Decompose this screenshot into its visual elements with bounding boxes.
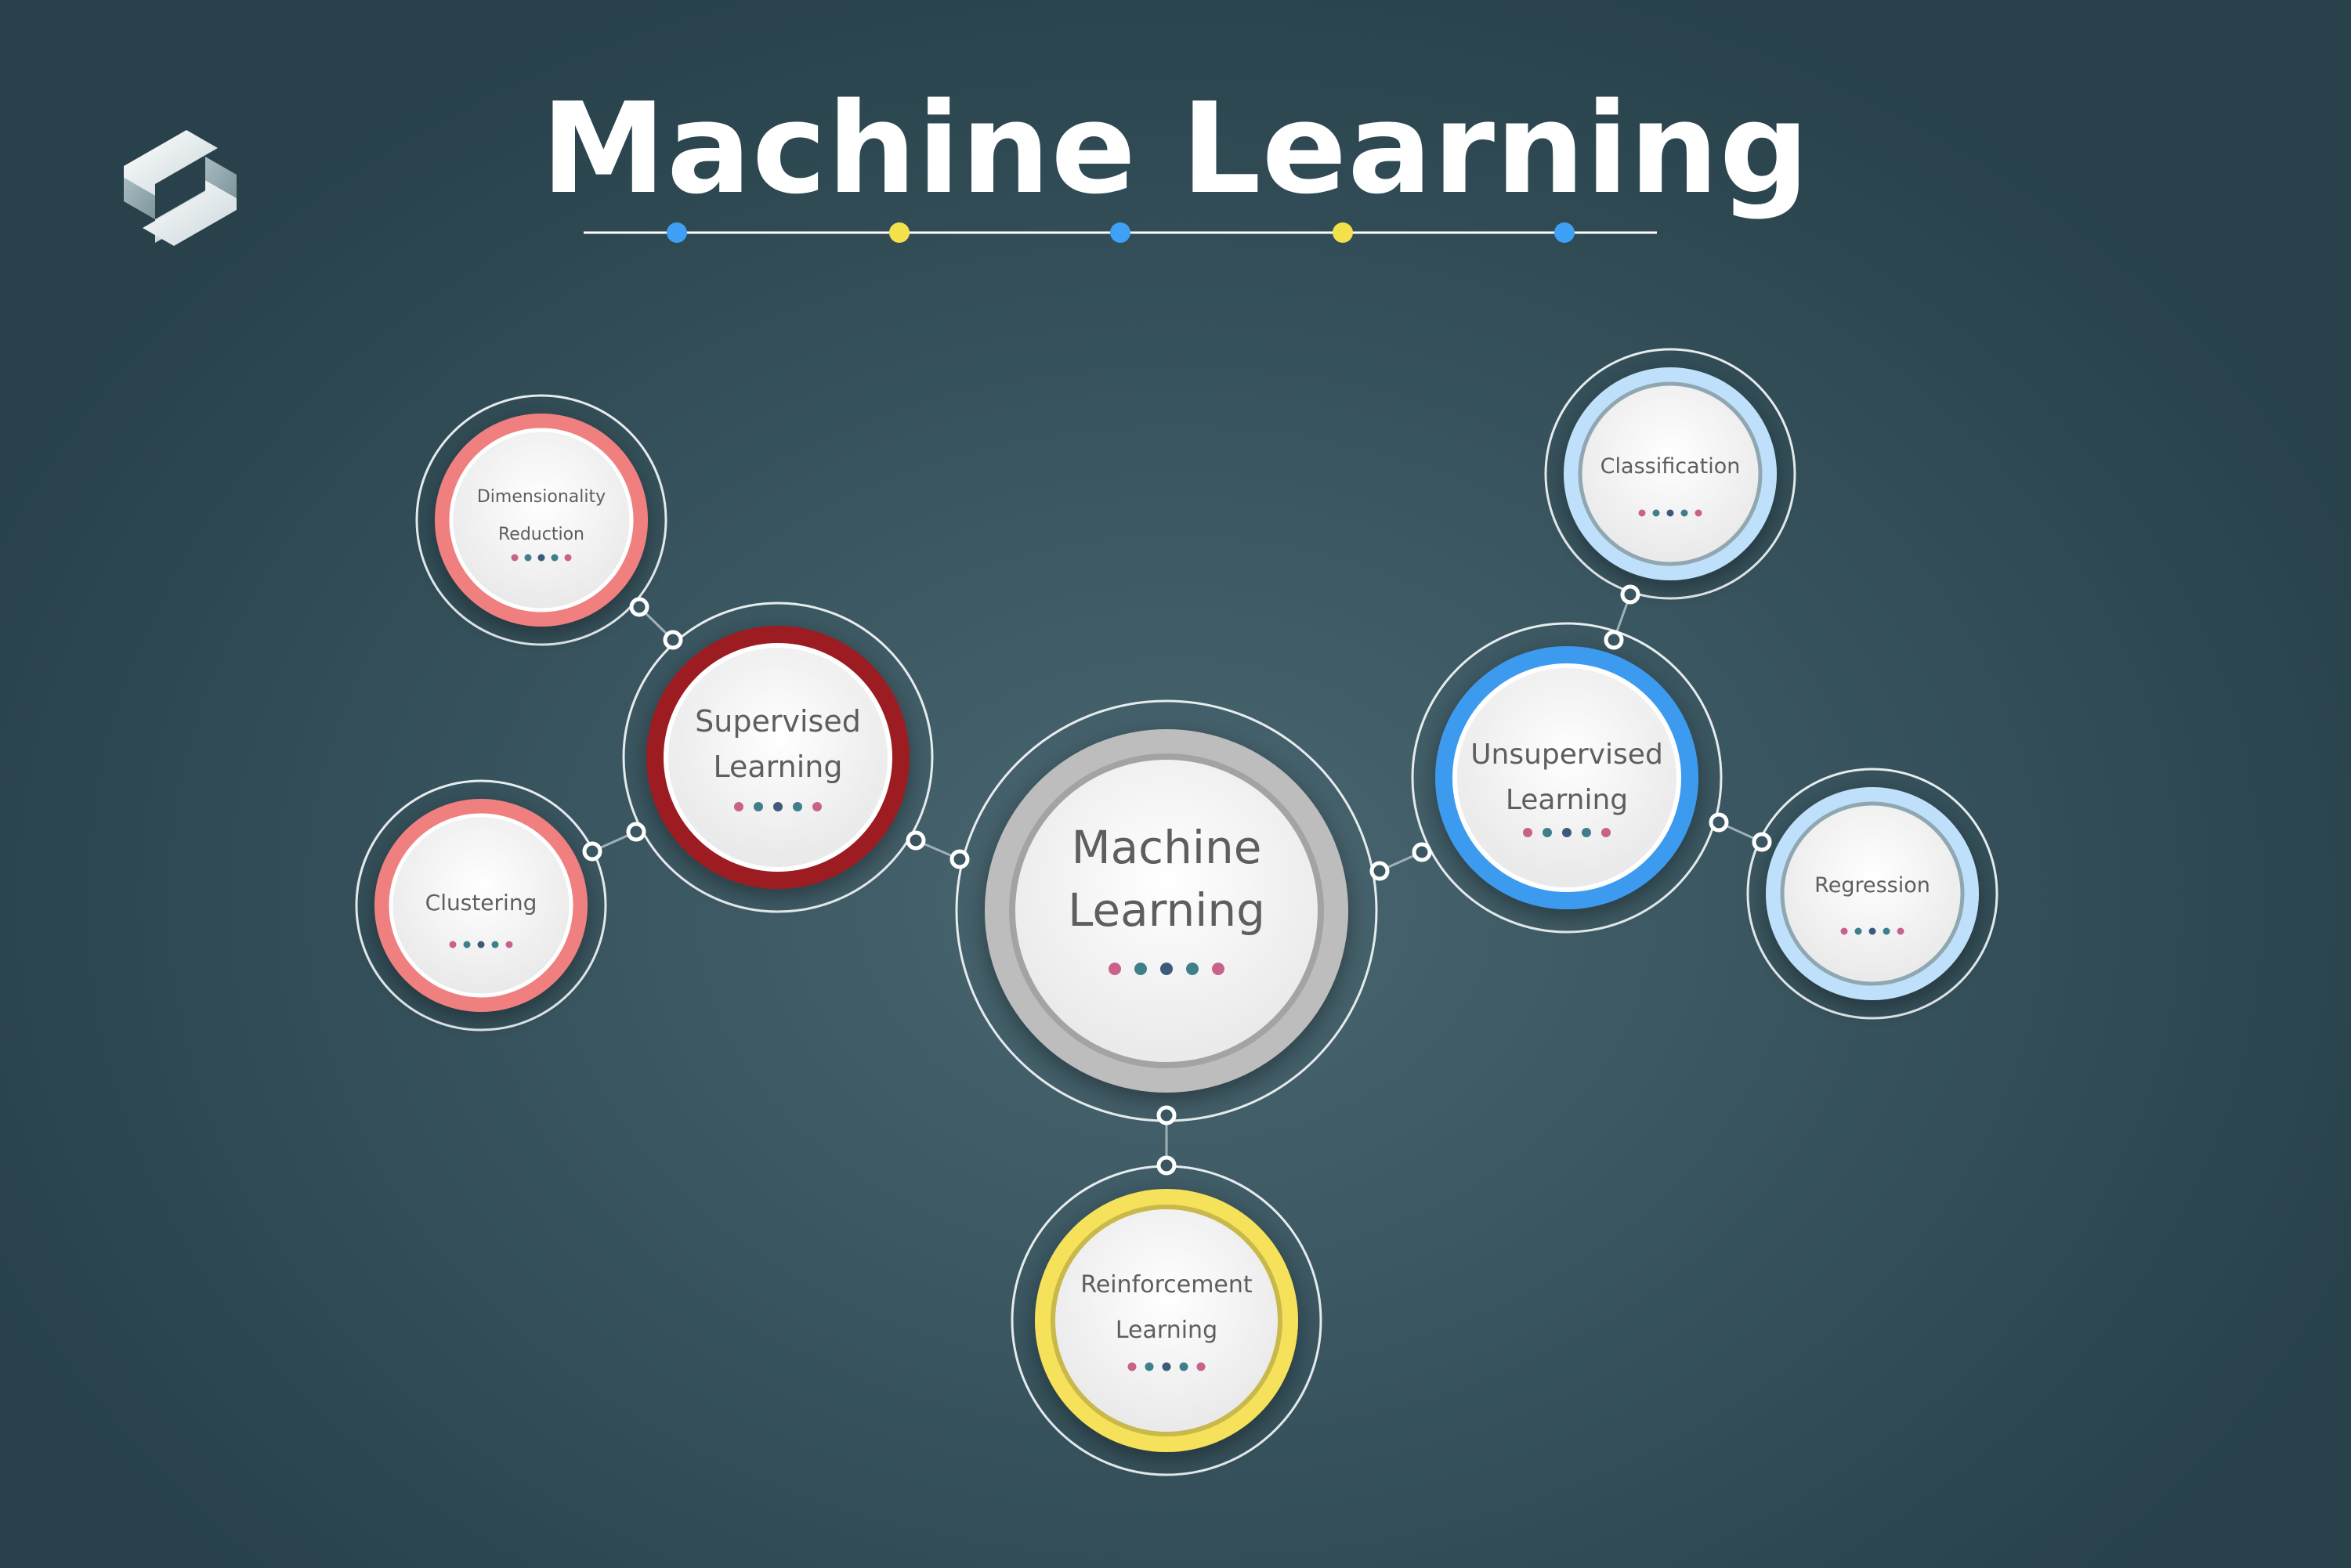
decorative-dot — [1601, 828, 1611, 837]
dimensionality-node-line2: Reduction — [498, 525, 584, 544]
decorative-dot — [1582, 828, 1591, 837]
regression-node-label: Regression — [1794, 866, 1951, 905]
clustering-node-line1: Clustering — [425, 890, 537, 916]
supervised-node-line2: Learning — [713, 750, 843, 784]
decorative-dot — [1162, 1362, 1171, 1371]
decorative-dot — [793, 802, 802, 811]
decorative-dot — [1666, 509, 1674, 517]
decorative-dot — [1109, 963, 1121, 975]
underline-dot — [1333, 222, 1353, 243]
decorative-dot — [1127, 1362, 1137, 1371]
decorative-dot — [564, 554, 572, 562]
decorative-dot — [1196, 1362, 1206, 1371]
decorative-dot — [449, 941, 457, 948]
decorative-dot — [1680, 509, 1688, 517]
decorative-dot — [524, 554, 532, 562]
inner-discs — [389, 381, 1965, 1436]
decorative-dot — [1868, 927, 1876, 935]
decorative-dot — [1186, 963, 1199, 975]
decorative-dot — [1840, 927, 1848, 935]
decorative-dot — [505, 941, 513, 948]
reinforcement-node-line2: Learning — [1115, 1317, 1218, 1344]
decorative-dot — [773, 802, 783, 811]
decorative-dot — [1883, 927, 1890, 935]
underline-dot — [1110, 222, 1130, 243]
decorative-dot — [1145, 1362, 1154, 1371]
clustering-node-label: Clustering — [403, 883, 559, 923]
decorative-dot-rows — [449, 509, 1904, 1371]
decorative-dot — [491, 941, 499, 948]
decorative-dot — [1212, 963, 1224, 975]
decorative-dot — [1652, 509, 1660, 517]
decorative-dot — [1179, 1362, 1188, 1371]
reinforcement-node-label: Reinforcement Learning — [1065, 1261, 1268, 1355]
title-underline — [584, 222, 1657, 243]
decorative-dot — [1543, 828, 1552, 837]
center-node-label: Machine Learning — [1041, 812, 1292, 945]
regression-node-line1: Regression — [1814, 873, 1930, 898]
decorative-dot — [537, 554, 545, 562]
decorative-dot — [511, 554, 519, 562]
classification-node-line1: Classification — [1600, 454, 1741, 479]
center-node-line2: Learning — [1068, 883, 1265, 937]
decorative-dot — [1854, 927, 1862, 935]
classification-node-label: Classification — [1588, 447, 1752, 486]
unsupervised-node-line1: Unsupervised — [1470, 739, 1663, 771]
page-title: Machine Learning — [541, 75, 1810, 222]
decorative-dot — [1695, 509, 1702, 517]
decorative-dot — [1562, 828, 1572, 837]
decorative-dot — [1523, 828, 1532, 837]
decorative-dot — [477, 941, 485, 948]
decorative-dot — [1638, 509, 1646, 517]
decorative-dot — [754, 802, 763, 811]
decorative-dot — [1160, 963, 1173, 975]
underline-dot — [889, 222, 910, 243]
underline-dot — [1554, 222, 1575, 243]
center-node-line1: Machine — [1071, 821, 1262, 874]
dimensionality-node-label: Dimensionality Reduction — [463, 479, 620, 554]
decorative-dot — [1134, 963, 1147, 975]
unsupervised-node-label: Unsupervised Learning — [1465, 731, 1669, 825]
unsupervised-node-line2: Learning — [1505, 784, 1629, 816]
decorative-dot — [551, 554, 559, 562]
connector-knobs — [582, 584, 1772, 1176]
supervised-node-label: Supervised Learning — [676, 697, 880, 791]
dimensionality-node-line1: Dimensionality — [476, 487, 606, 507]
supervised-node-line1: Supervised — [695, 704, 861, 739]
decorative-dot — [1897, 927, 1904, 935]
decorative-dot — [463, 941, 471, 948]
underline-dot — [667, 222, 687, 243]
decorative-dot — [734, 802, 743, 811]
reinforcement-node-line1: Reinforcement — [1080, 1271, 1253, 1299]
decorative-dot — [812, 802, 822, 811]
hexagon-s-logo — [124, 130, 237, 246]
